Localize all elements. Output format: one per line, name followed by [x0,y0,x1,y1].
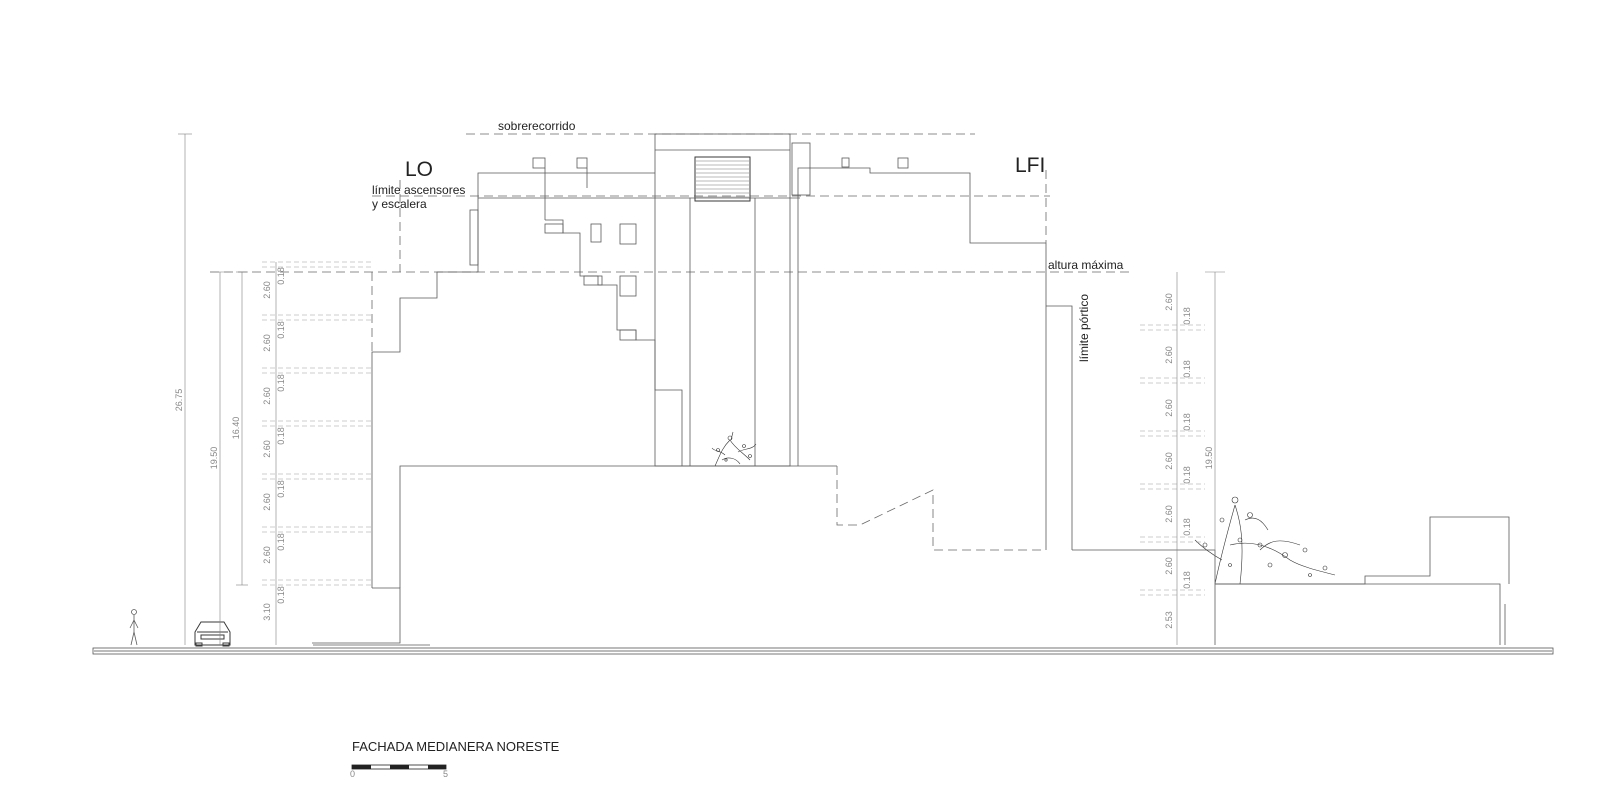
right-floor-ticks [1140,324,1205,596]
dim-height-middle: 16.40 [231,417,241,440]
dim-left-slab-2: 0.18 [276,321,286,339]
dim-right-floor-4: 2.60 [1164,452,1174,470]
person-figure [129,609,139,646]
dim-height-left: 19.50 [209,447,219,470]
dim-left-floor-7: 3.10 [262,603,272,621]
dim-right-floor-2: 2.60 [1164,346,1174,364]
label-lfi: LFI [1015,154,1045,177]
label-limite-ascensores-line1: límite ascensores [372,183,465,197]
dim-right-slab-4: 0.18 [1182,466,1192,484]
left-floor-ticks [262,261,372,586]
dim-left-slab-1: 0.18 [276,267,286,285]
scale-bar-end: 5 [443,769,448,779]
main-building [312,133,1510,646]
label-sobrerecorrido: sobrerecorrido [498,119,576,133]
dim-left-slab-5: 0.18 [276,480,286,498]
dim-right-floor-5: 2.60 [1164,505,1174,523]
dim-right-slab-3: 0.18 [1182,413,1192,431]
dim-height-right: 19.50 [1204,447,1214,470]
dim-right-floor-6: 2.60 [1164,557,1174,575]
dim-left-floor-4: 2.60 [262,440,272,458]
tree-right [1194,496,1336,585]
label-limite-ascensores-line2: y escalera [372,197,427,211]
dim-left-slab-3: 0.18 [276,374,286,392]
dim-left-slab-7: 0.18 [276,586,286,604]
dim-left-floor-3: 2.60 [262,387,272,405]
dim-right-floor-1: 2.60 [1164,293,1174,311]
dim-left-floor-6: 2.60 [262,546,272,564]
tree-center [711,431,757,467]
right-dimensions: 19.50 2.60 2.60 2.60 2.60 2.60 2.60 2.53… [1140,271,1225,645]
dim-left-floor-2: 2.60 [262,334,272,352]
dim-right-slab-2: 0.18 [1182,360,1192,378]
label-lo: LO [405,158,433,181]
dim-left-floor-1: 2.60 [262,281,272,299]
dim-right-slab-6: 0.18 [1182,571,1192,589]
dim-right-slab-1: 0.18 [1182,307,1192,325]
dim-left-slab-4: 0.18 [276,427,286,445]
label-limite-portico: límite pórtico [1077,294,1091,362]
dim-total-height: 26.75 [174,389,184,412]
ground-line [92,647,1554,655]
left-dimensions: 26.75 19.50 16.40 2.60 2.60 2.60 2.60 2.… [174,133,372,645]
scale-bar: 0 5 [350,764,448,779]
dim-right-floor-7: 2.53 [1164,611,1174,629]
drawing-title: FACHADA MEDIANERA NORESTE [352,739,560,754]
dim-left-floor-5: 2.60 [262,493,272,511]
car-front [194,621,231,647]
scale-bar-start: 0 [350,769,355,779]
dim-left-slab-6: 0.18 [276,533,286,551]
dim-right-slab-5: 0.18 [1182,518,1192,536]
dim-right-floor-3: 2.60 [1164,399,1174,417]
label-altura-maxima: altura máxima [1048,258,1124,272]
